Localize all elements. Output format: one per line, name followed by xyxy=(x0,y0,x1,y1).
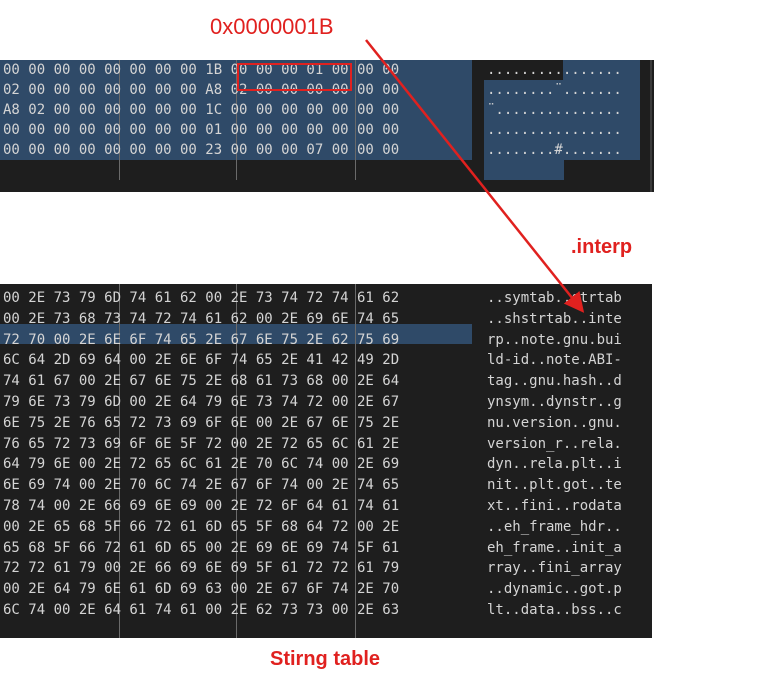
hex-row: 00 2E 65 68 5F 66 72 61 6D 65 5F 68 64 7… xyxy=(3,518,400,535)
hex-row: 6E 69 74 00 2E 70 6C 74 2E 67 6F 74 00 2… xyxy=(3,477,400,494)
selection-highlight xyxy=(484,160,564,180)
ascii-row: ................ xyxy=(487,122,622,138)
ascii-row: ynsym..dynstr..g xyxy=(487,394,622,410)
selection-highlight xyxy=(563,60,640,80)
ascii-row: dyn..rela.plt..i xyxy=(487,456,622,473)
column-separator xyxy=(236,284,237,638)
selection-highlight xyxy=(0,60,240,160)
ascii-row: ........¨....... xyxy=(487,82,622,98)
ascii-row: eh_frame..init_a xyxy=(487,539,622,556)
ascii-row: ..dynamic..got.p xyxy=(487,581,622,598)
ascii-row: xt..fini..rodata xyxy=(487,498,622,514)
column-separator xyxy=(355,60,356,180)
offset-annotation-label: 0x0000001B xyxy=(210,14,334,39)
hex-row: 72 72 61 79 00 2E 66 69 6E 69 5F 61 72 7… xyxy=(3,560,400,577)
hex-row: 65 68 5F 66 72 61 6D 65 00 2E 69 6E 69 7… xyxy=(3,539,400,556)
selection-highlight xyxy=(240,60,360,80)
hex-row: 72 70 00 2E 6E 6F 74 65 2E 67 6E 75 2E 6… xyxy=(3,331,400,348)
hex-row: A8 02 00 00 00 00 00 00 1C 00 00 00 00 0… xyxy=(3,102,400,118)
hex-row: 00 00 00 00 00 00 00 00 1B 00 00 00 01 0… xyxy=(3,62,400,78)
ascii-row: ld-id..note.ABI- xyxy=(487,352,622,369)
ascii-row: ..shstrtab..inte xyxy=(487,310,622,327)
ascii-row: lt..data..bss..c xyxy=(487,602,622,618)
hex-row: 00 00 00 00 00 00 00 00 23 00 00 00 07 0… xyxy=(3,142,400,158)
ascii-row: version_r..rela. xyxy=(487,435,622,452)
section-header-hex-dump: 00 00 00 00 00 00 00 00 1B 00 00 00 01 0… xyxy=(0,60,654,192)
hex-row: 6E 75 2E 76 65 72 73 69 6F 6E 00 2E 67 6… xyxy=(3,414,400,431)
column-separator xyxy=(119,60,120,180)
string-table-hex-dump: 00 2E 73 79 6D 74 61 62 00 2E 73 74 72 7… xyxy=(0,284,652,638)
ascii-row: rp..note.gnu.bui xyxy=(487,331,622,348)
column-separator xyxy=(119,284,120,638)
hex-row: 74 61 67 00 2E 67 6E 75 2E 68 61 73 68 0… xyxy=(3,373,400,390)
offset-highlight-box xyxy=(237,63,352,91)
hex-row: 79 6E 73 79 6D 00 2E 64 79 6E 73 74 72 0… xyxy=(3,394,400,410)
hex-row: 00 2E 64 79 6E 61 6D 69 63 00 2E 67 6F 7… xyxy=(3,581,400,598)
interp-annotation-label: .interp xyxy=(571,236,633,258)
selection-highlight xyxy=(360,60,472,80)
hex-row: 00 00 00 00 00 00 00 00 01 00 00 00 00 0… xyxy=(3,122,400,138)
ascii-row: ¨............... xyxy=(487,102,622,118)
hex-row: 6C 74 00 2E 64 61 74 61 00 2E 62 73 73 0… xyxy=(3,602,400,618)
hex-row: 78 74 00 2E 66 69 6E 69 00 2E 72 6F 64 6… xyxy=(3,498,400,514)
ascii-row: nu.version..gnu. xyxy=(487,414,622,431)
selection-highlight xyxy=(240,80,472,160)
ascii-row: rray..fini_array xyxy=(487,560,622,577)
hex-row: 6C 64 2D 69 64 00 2E 6E 6F 74 65 2E 41 4… xyxy=(3,352,400,369)
scrollbar-edge xyxy=(650,60,652,192)
column-separator xyxy=(355,284,356,638)
ascii-row: ................ xyxy=(487,62,622,78)
ascii-row: tag..gnu.hash..d xyxy=(487,373,622,390)
hex-row: 76 65 72 73 69 6F 6E 5F 72 00 2E 72 65 6… xyxy=(3,435,400,452)
hex-row: 00 2E 73 79 6D 74 61 62 00 2E 73 74 72 7… xyxy=(3,290,400,306)
hex-row: 64 79 6E 00 2E 72 65 6C 61 2E 70 6C 74 0… xyxy=(3,456,400,473)
selection-highlight xyxy=(484,80,640,160)
ascii-row: ..symtab..strtab xyxy=(487,290,622,306)
pointer-arrow xyxy=(365,39,585,313)
ascii-row: ........#....... xyxy=(487,142,622,158)
ascii-row: nit..plt.got..te xyxy=(487,477,622,494)
ascii-row: ..eh_frame_hdr.. xyxy=(487,518,622,535)
column-separator xyxy=(236,60,237,180)
hex-row: 00 2E 73 68 73 74 72 74 61 62 00 2E 69 6… xyxy=(3,310,400,327)
string-table-annotation-label: Stirng table xyxy=(270,648,381,670)
